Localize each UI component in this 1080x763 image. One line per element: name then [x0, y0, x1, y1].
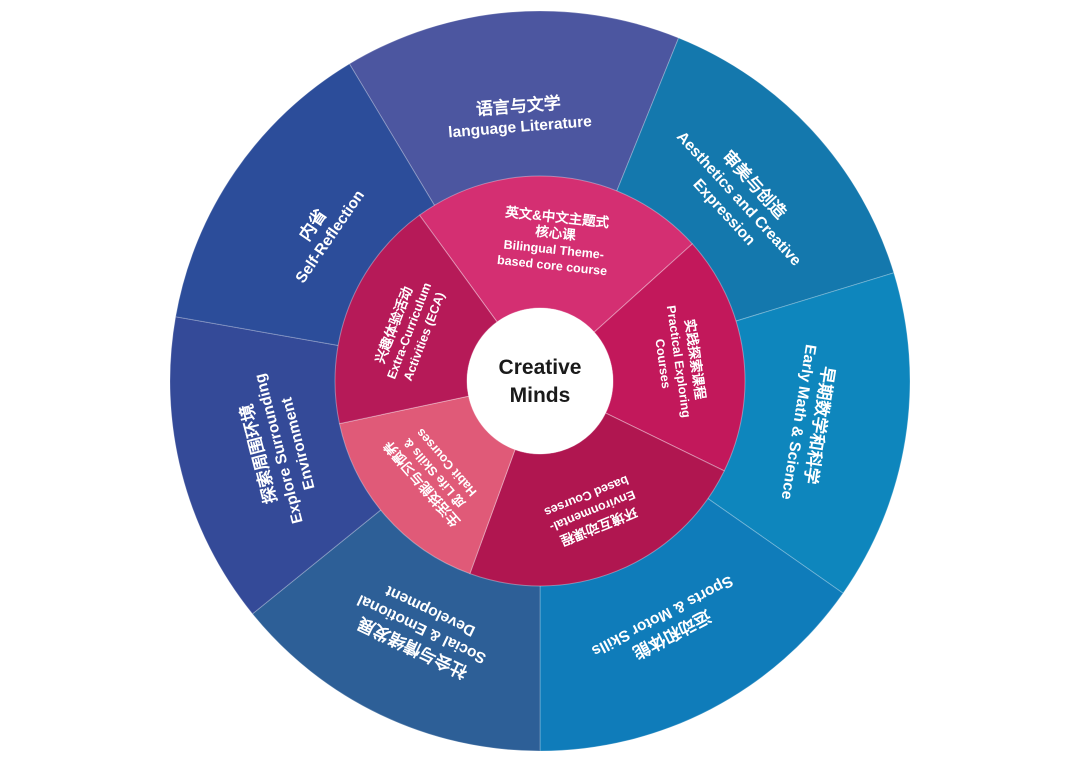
inner-segment-environmental-based-courses — [469, 412, 725, 587]
center-title-line1: Creative — [499, 356, 582, 379]
inner-segment-bilingual-theme-based-core-course — [418, 175, 694, 333]
center-circle — [467, 308, 613, 454]
inner-label-cn: 核心课 — [535, 223, 577, 243]
center-hub: Creative Minds — [467, 308, 613, 454]
center-title-line2: Minds — [510, 384, 571, 407]
inner-label-en: Courses — [652, 338, 673, 390]
